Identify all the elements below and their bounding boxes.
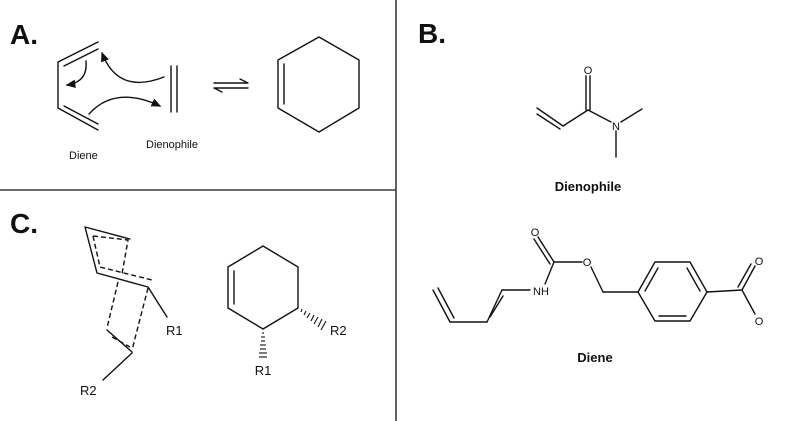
endo-transition-state: R1 R2 [80,226,183,398]
ts-r2-label: R2 [80,383,97,398]
dimethylacrylamide-structure: O N [536,65,643,158]
panel-a: A. Diene Dienophile [10,19,360,162]
dienophile-structure [170,65,178,113]
substituted-cyclohexene-product: R2 R1 [227,245,347,378]
diene-caption: Diene [69,150,98,162]
ts-r1-label: R1 [166,323,183,338]
diene-carbamate-structure: NH O O O O [432,227,764,328]
diene-structure [57,41,99,131]
dienophile-caption-b: Dienophile [555,179,621,194]
panel-b-label: B. [418,18,446,49]
panel-c: C. R1 R2 R2 [10,208,347,398]
diene-caption-b: Diene [577,350,612,365]
product-r1-label: R1 [255,363,272,378]
cyclohexene-product [277,36,360,133]
atom-acid-o-top: O [755,256,764,268]
atom-acid-o-bottom: O [755,316,764,328]
atom-ester-o: O [583,257,592,269]
panel-c-label: C. [10,208,38,239]
electron-arrows [65,51,165,115]
product-r2-label: R2 [330,323,347,338]
atom-carbonyl-o: O [531,227,540,239]
equilibrium-arrows-icon [213,78,249,93]
dienophile-caption: Dienophile [146,139,198,151]
panel-a-label: A. [10,19,38,50]
panel-b: B. O N Dienophile [418,18,764,365]
atom-n: N [612,121,620,133]
atom-nh: NH [533,286,549,298]
atom-o: O [584,65,593,77]
